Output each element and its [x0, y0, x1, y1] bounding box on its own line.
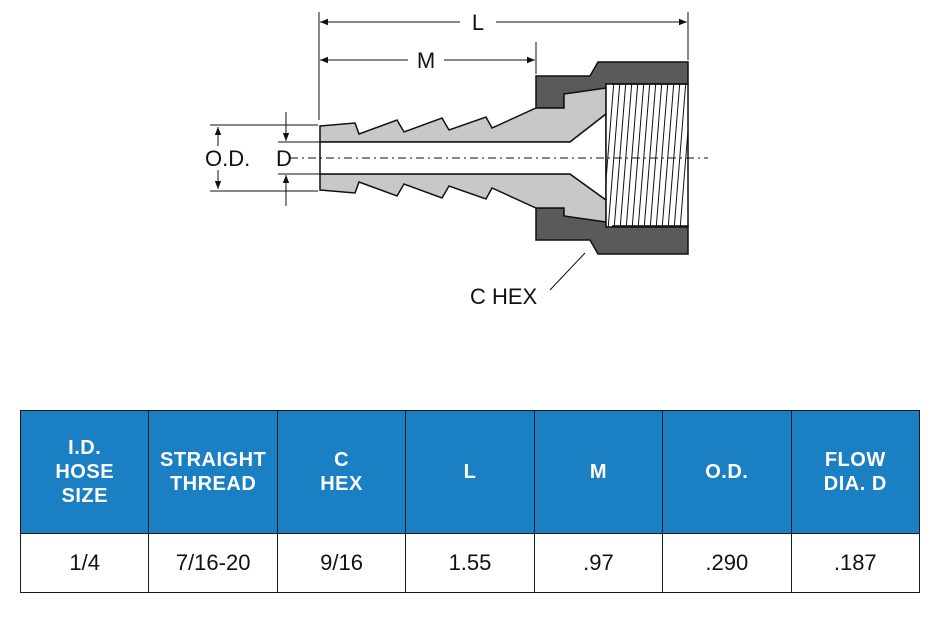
spec-table: I.D. HOSE SIZE STRAIGHT THREAD C HEX L M… [19, 410, 921, 593]
cell-od: .290 [662, 533, 792, 593]
l-label: L [472, 10, 484, 35]
fitting-drawing: L M O.D. D C HEX [205, 10, 708, 309]
c-hex-label: C HEX [470, 284, 538, 309]
m-label: M [417, 48, 435, 73]
col-straight-thread: STRAIGHT THREAD [148, 410, 278, 534]
cell-c-hex: 9/16 [276, 533, 407, 593]
col-l: L [405, 410, 535, 534]
cell-m: .97 [533, 533, 664, 593]
table-header-row: I.D. HOSE SIZE STRAIGHT THREAD C HEX L M… [19, 410, 921, 534]
c-hex-leader [549, 252, 586, 291]
d-label: D [276, 146, 292, 171]
od-label: O.D. [205, 146, 250, 171]
col-m: M [533, 410, 664, 534]
cell-straight-thread: 7/16-20 [148, 533, 278, 593]
col-id-hose-size: I.D. HOSE SIZE [19, 410, 150, 534]
cell-l: 1.55 [405, 533, 535, 593]
table-row: 1/4 7/16-20 9/16 1.55 .97 .290 .187 [19, 533, 921, 593]
cell-id-hose-size: 1/4 [19, 533, 150, 593]
col-c-hex: C HEX [276, 410, 407, 534]
thread-lines [606, 84, 688, 227]
col-flow-dia-d: FLOW DIA. D [790, 410, 921, 534]
col-od: O.D. [662, 410, 792, 534]
cell-flow-dia-d: .187 [790, 533, 921, 593]
